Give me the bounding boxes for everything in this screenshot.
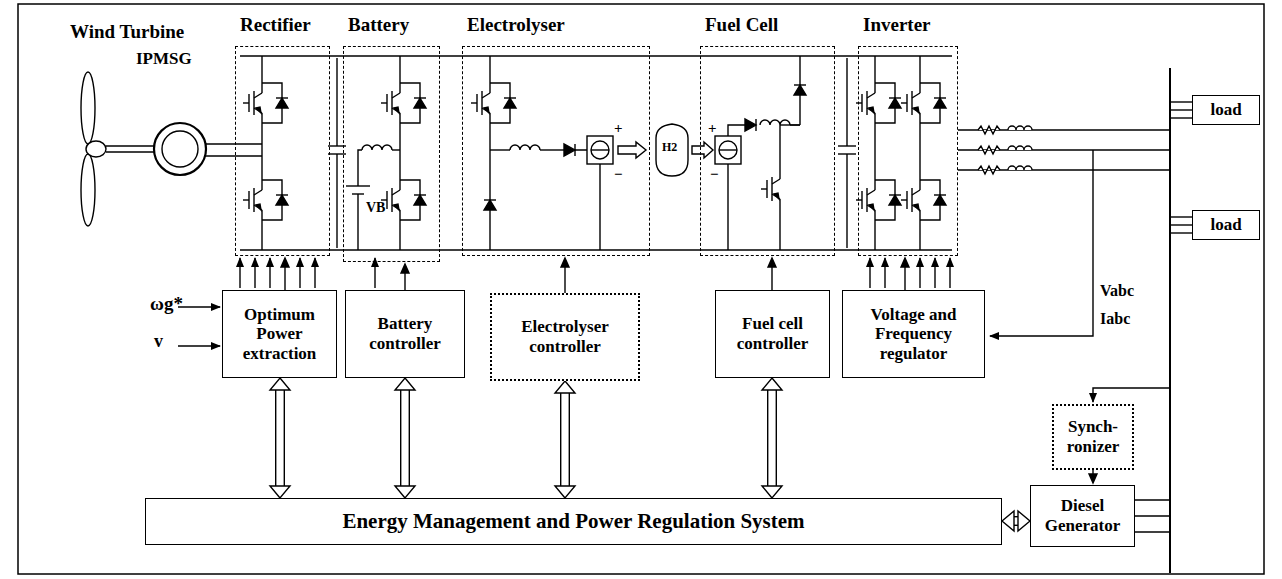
double-arrow [555, 381, 575, 498]
text-label: ωg* [150, 294, 183, 315]
box-label: Optimum Power extraction [227, 305, 332, 364]
signal-arrow [901, 258, 909, 290]
text-label: Vabc [1100, 282, 1134, 300]
generator-box: Diesel Generator [1030, 485, 1135, 547]
double-arrow [762, 378, 782, 498]
controller-box: Electrolyser controller [490, 293, 640, 381]
power-converter-circuits [204, 56, 1032, 250]
controller-box: Fuel cell controller [715, 290, 830, 378]
box-label: Fuel cell controller [720, 314, 825, 353]
inverter-group: Inverter [858, 46, 958, 256]
synchronizer-box: Synch-ronizer [1052, 404, 1134, 470]
box-label: Diesel Generator [1035, 496, 1130, 535]
load-box: load [1192, 95, 1260, 125]
fuel-cell-group: Fuel Cell [700, 46, 835, 256]
box-label: Electrolyser controller [496, 317, 634, 356]
signal-arrow [561, 258, 569, 293]
text-label: + [708, 120, 717, 137]
controller-box: Voltage and Frequency regulator [842, 290, 985, 378]
text-label: Iabc [1100, 310, 1130, 328]
group-heading: Rectifier [240, 14, 311, 36]
signal-arrow [768, 258, 776, 290]
signal-arrow [281, 258, 289, 290]
battery-group: Battery [343, 46, 440, 262]
text-label: Wind Turbine [70, 22, 184, 43]
rectifier-group: Rectifier [235, 46, 330, 256]
controller-box: Battery controller [345, 290, 465, 378]
text-label: v [154, 332, 163, 352]
signal-arrow [401, 264, 409, 290]
text-label: VB [366, 200, 385, 215]
double-arrow [270, 378, 290, 498]
load-box: load [1192, 210, 1260, 240]
box-label: Synch-ronizer [1058, 417, 1128, 456]
text-label: + [614, 120, 623, 137]
box-label: load [1210, 100, 1241, 120]
double-arrow [1002, 511, 1030, 531]
controller-box: Optimum Power extraction [222, 290, 337, 378]
text-label: − [614, 166, 623, 183]
signal-arrow [1089, 470, 1097, 483]
management-box: Energy Management and Power Regulation S… [145, 498, 1002, 545]
wind-turbine [81, 72, 206, 226]
group-heading: Battery [348, 14, 409, 36]
group-heading: Inverter [863, 14, 931, 36]
group-heading: Fuel Cell [705, 14, 778, 36]
box-label: Energy Management and Power Regulation S… [342, 509, 804, 533]
outer-frame [18, 4, 1264, 574]
box-label: Voltage and Frequency regulator [847, 305, 980, 364]
text-label: H2 [662, 141, 677, 154]
double-arrow [395, 378, 415, 498]
group-heading: Electrolyser [467, 14, 565, 36]
text-label: − [710, 166, 719, 183]
box-label: load [1210, 215, 1241, 235]
gate-signal-arrows [240, 258, 950, 288]
box-label: Battery controller [350, 314, 460, 353]
text-label: IPMSG [136, 50, 192, 69]
electrolyser-group: Electrolyser [462, 46, 650, 256]
